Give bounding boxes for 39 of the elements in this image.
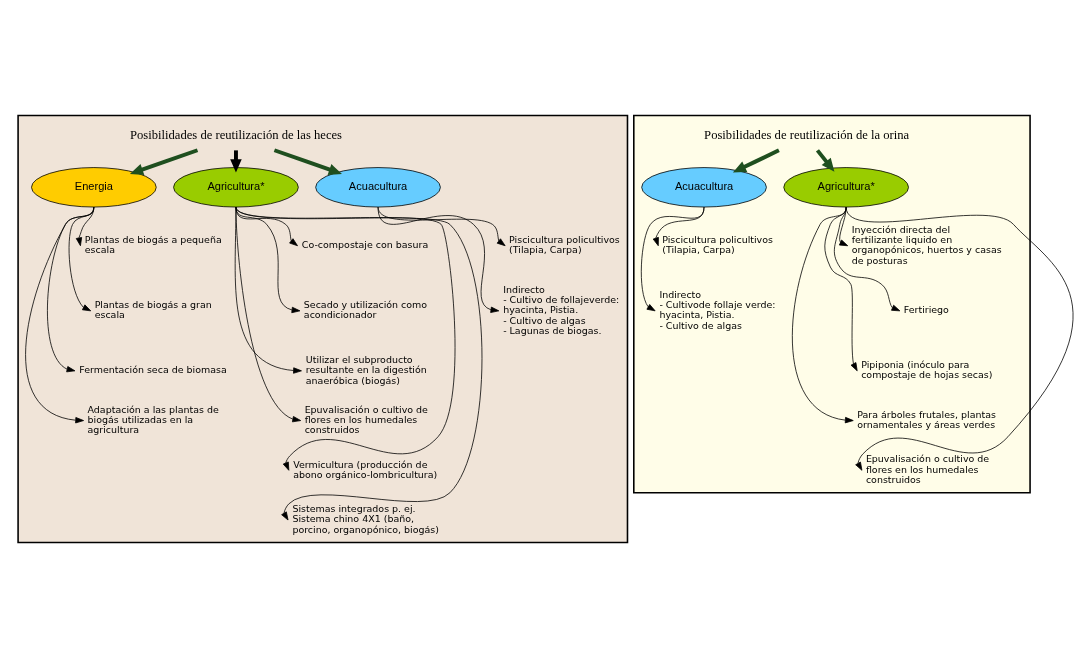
node-ellipse: Energia — [31, 166, 157, 207]
node-text: Inyección directa del fertilizante liquido en organopónicos, huertos y casas de posturas — [851, 223, 1002, 266]
node-ellipse: Acuacultura — [641, 166, 767, 207]
node-ellipse: Agricultura* — [173, 166, 299, 207]
node-text: Plantas de biogás a gran escala — [94, 298, 212, 320]
node-text: Piscicultura policultivos (Tilapia, Carpa) — [509, 233, 620, 255]
arrow — [845, 206, 1074, 471]
arrow — [640, 206, 705, 311]
node-ellipse: Agricultura* — [783, 166, 909, 207]
node-ellipse: Acuacultura — [315, 166, 441, 207]
arrow — [235, 206, 483, 520]
arrow — [377, 206, 500, 313]
cluster — [633, 114, 1031, 494]
arrow — [792, 206, 854, 423]
node-text: Adaptación a las plantas de biogás utilizadas en la agricultura — [87, 403, 219, 435]
node-text: Posibilidades de reutilización de las heces — [129, 127, 343, 142]
node-text: Para árboles frutales, plantas ornamentales y áreas verdes — [857, 408, 996, 430]
node-text: Utilizar el subproducto resultante en la digestión anaeróbica (biogás) — [305, 353, 427, 386]
node-text: Pipiponia (inóculo para compostaje de hojas secas) — [861, 358, 993, 380]
node-text: Fermentación seca de biomasa — [79, 363, 227, 375]
node-text: Secado y utilización como acondicionador — [303, 298, 428, 320]
arrow — [235, 206, 456, 471]
arrow — [235, 206, 302, 422]
arrow — [129, 147, 199, 175]
node-text: Epuvalisación o cultivo de flores en los humedales construidos — [304, 403, 428, 435]
node-text: Vermicultura (producción de abono orgánico-lombricultura) — [293, 458, 438, 480]
node-text: Posibilidades de reutilización de la orina — [704, 127, 910, 142]
arrow — [273, 147, 342, 175]
arrow — [732, 147, 780, 173]
node-text: Plantas de biogás a pequeña escala — [84, 233, 222, 255]
node-text: Indirecto - Cultivo de follajeverde: hyacinta, Pistia. - Cultivo de algas - Lagunas de biogas. — [503, 283, 620, 336]
node-text: Indirecto - Cultivode follaje verde: hyacinta, Pistia. - Cultivo de algas — [659, 288, 776, 331]
node-text: Epuvalisación o cultivo de flores en los humedales construidos — [865, 452, 990, 485]
node-text: Sistemas integrados p. ej. Sistema chino 4X1 (baño, porcino, organopónico, biogás) — [292, 502, 439, 535]
node-text: Piscicultura policultivos (Tilapia, Carpa) — [662, 233, 773, 255]
node-text: Co-compostaje con basura — [301, 238, 429, 250]
arrow — [25, 206, 95, 423]
cluster — [17, 114, 629, 543]
node-text: Fertiriego — [903, 303, 949, 315]
